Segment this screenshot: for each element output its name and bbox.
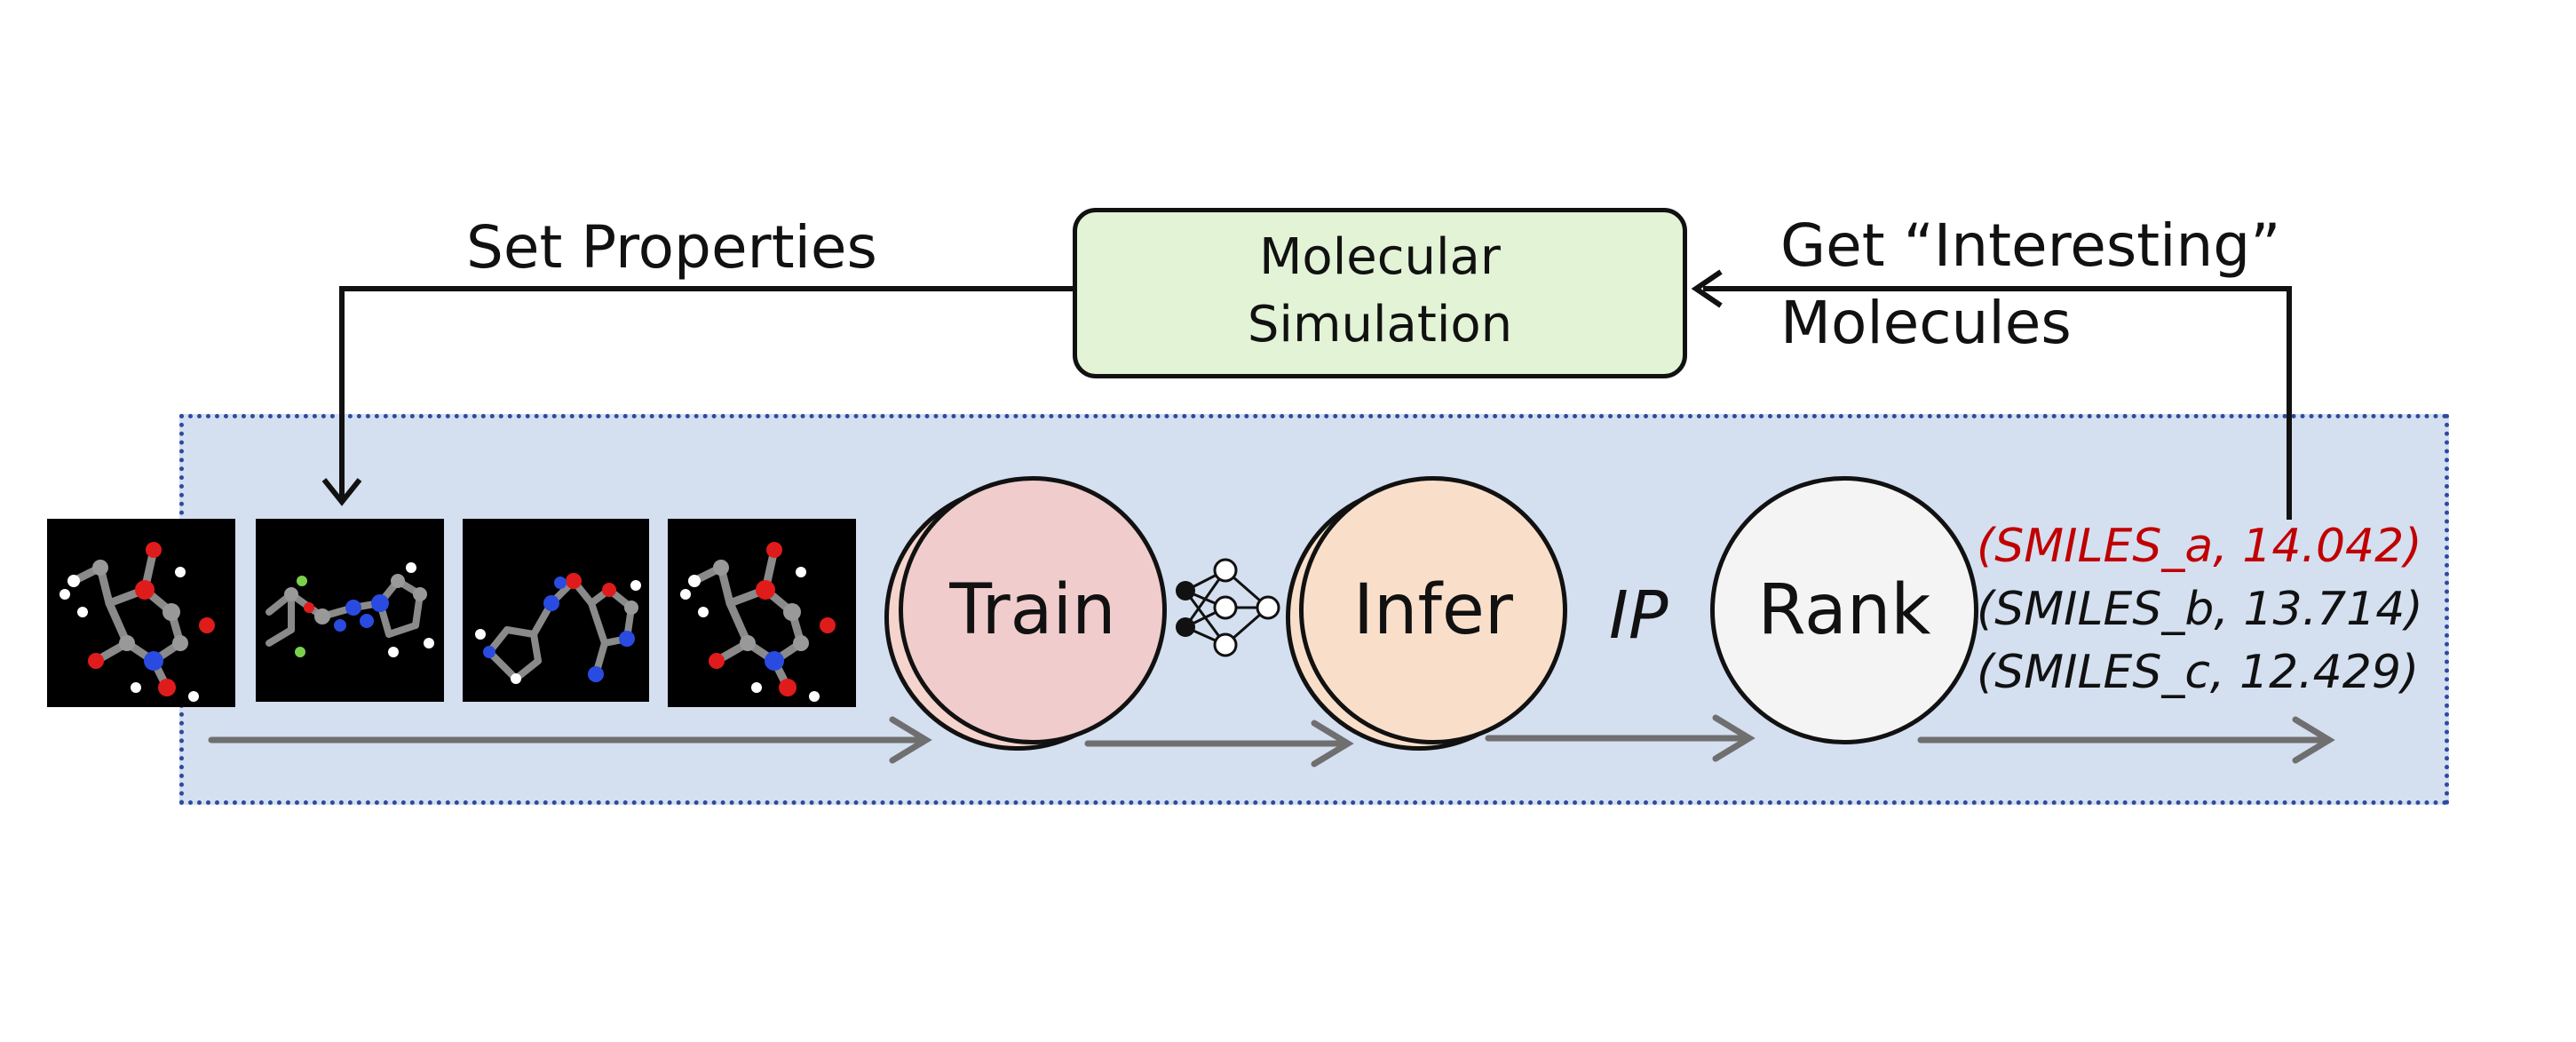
infer-circle: Infer xyxy=(1299,476,1567,744)
rank-circle: Rank xyxy=(1710,476,1978,744)
result-item: (SMILES_c, 12.429) xyxy=(1977,646,2420,699)
molecule-3-icon xyxy=(475,573,641,684)
get-interesting-label: Get “Interesting” xyxy=(1780,211,2281,280)
get-molecules-connector xyxy=(1691,269,2292,520)
train-label: Train xyxy=(949,570,1116,650)
molecule-thumbnail-2 xyxy=(256,519,444,702)
set-properties-connector xyxy=(321,286,1073,506)
molecular-simulation-line2: Simulation xyxy=(1247,296,1513,354)
molecule-4-icon xyxy=(680,542,836,702)
rank-label: Rank xyxy=(1757,570,1931,650)
molecule-thumbnail-4 xyxy=(668,519,856,707)
ip-label: IP xyxy=(1609,577,1668,654)
molecular-simulation-line1: Molecular xyxy=(1259,228,1501,286)
result-item: (SMILES_a, 14.042) xyxy=(1977,520,2422,573)
infer-label: Infer xyxy=(1353,570,1513,650)
train-circle: Train xyxy=(899,476,1167,744)
set-properties-label: Set Properties xyxy=(466,213,877,282)
molecules-label: Molecules xyxy=(1780,289,2072,357)
neural-network-icon xyxy=(1176,558,1280,657)
flow-arrows xyxy=(208,714,2335,768)
molecule-1-icon xyxy=(59,542,215,702)
molecular-simulation-box: Molecular Simulation xyxy=(1073,208,1687,378)
result-item: (SMILES_b, 13.714) xyxy=(1977,583,2423,636)
molecule-thumbnail-1 xyxy=(47,519,235,707)
molecule-2-icon xyxy=(266,562,434,657)
molecule-thumbnail-3 xyxy=(463,519,649,702)
